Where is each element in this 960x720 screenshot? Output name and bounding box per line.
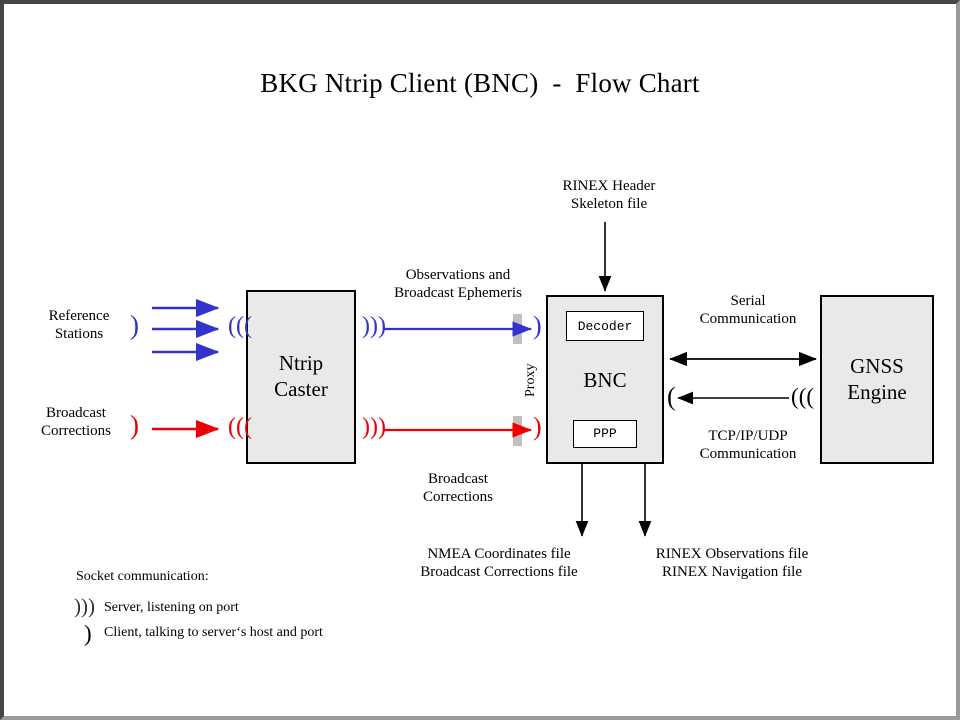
node-ntrip-caster-label: Ntrip Caster bbox=[274, 351, 328, 401]
page-title: BKG Ntrip Client (BNC) - Flow Chart bbox=[260, 68, 700, 98]
server-antenna-icon-legend: ))) bbox=[74, 594, 95, 618]
client-bracket-icon-bnc-obs: ) bbox=[533, 311, 542, 340]
label-proxy: Proxy bbox=[523, 363, 538, 397]
node-decoder[interactable]: Decoder bbox=[566, 311, 644, 341]
node-bnc-label: BNC bbox=[583, 367, 627, 392]
client-bracket-icon-broadcast-corrections: ) bbox=[130, 410, 139, 440]
label-tcpip-communication: TCP/IP/UDP Communication bbox=[699, 428, 797, 463]
client-bracket-icon-bnc-tcpip: ( bbox=[667, 382, 676, 411]
label-rinex-header-skeleton: RINEX Header Skeleton file bbox=[562, 178, 656, 213]
client-bracket-icon-reference-stations: ) bbox=[130, 310, 139, 340]
node-bnc[interactable]: Decoder BNC PPP bbox=[546, 295, 664, 464]
label-reference-stations: Reference Stations bbox=[48, 308, 110, 343]
server-antenna-icon-caster-obs: ))) bbox=[228, 313, 252, 339]
server-antenna-icon-caster-out-corr: ))) bbox=[362, 414, 386, 440]
legend-heading: Socket communication: bbox=[76, 569, 209, 584]
node-gnss-engine[interactable]: GNSS Engine bbox=[820, 295, 934, 464]
server-antenna-icon-gnss-tcpip: ))) bbox=[791, 384, 814, 409]
proxy-bar-upper bbox=[513, 314, 522, 344]
label-broadcast-corrections-stream: Broadcast Corrections bbox=[423, 471, 493, 506]
node-ppp[interactable]: PPP bbox=[573, 419, 637, 448]
node-ntrip-caster[interactable]: Ntrip Caster bbox=[246, 290, 356, 464]
node-gnss-engine-label: GNSS Engine bbox=[847, 353, 907, 404]
node-decoder-label: Decoder bbox=[577, 318, 633, 334]
node-ppp-label: PPP bbox=[593, 426, 617, 442]
server-antenna-icon-caster-corr: ))) bbox=[228, 414, 252, 440]
proxy-bar-lower bbox=[513, 416, 522, 446]
legend-server-text: Server, listening on port bbox=[104, 600, 239, 615]
label-observations-ephemeris: Observations and Broadcast Ephemeris bbox=[394, 267, 522, 302]
server-antenna-icon-caster-out-obs: ))) bbox=[362, 313, 386, 339]
client-bracket-icon-bnc-corr: ) bbox=[533, 412, 542, 441]
label-rinex-output-files: RINEX Observations file RINEX Navigation… bbox=[655, 546, 809, 581]
label-serial-communication: Serial Communication bbox=[699, 293, 797, 328]
label-broadcast-corrections-input: Broadcast Corrections bbox=[41, 405, 111, 440]
label-nmea-output-files: NMEA Coordinates file Broadcast Correcti… bbox=[420, 546, 578, 581]
legend-client-text: Client, talking to server‘s host and por… bbox=[104, 625, 323, 640]
client-bracket-icon-legend: ) bbox=[84, 621, 92, 646]
